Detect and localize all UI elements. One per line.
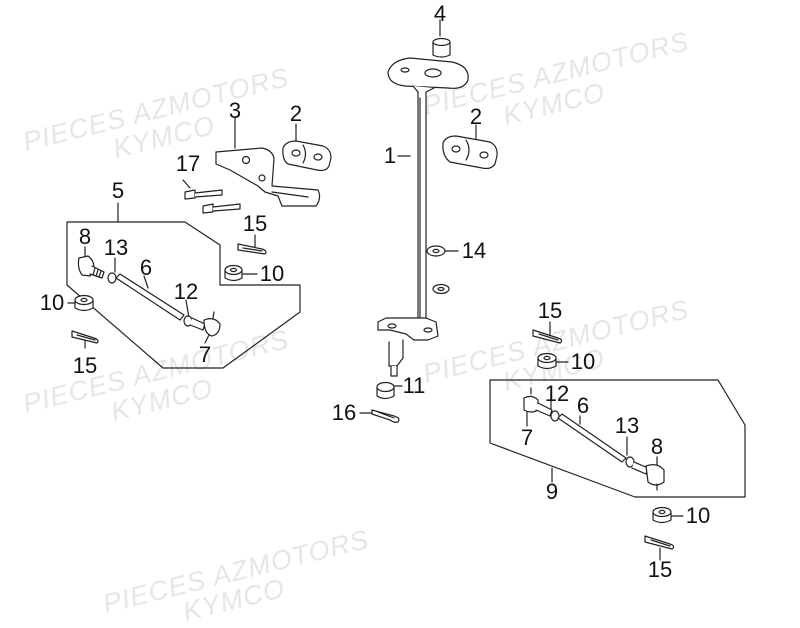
left-nut-13 xyxy=(107,272,117,284)
callout-part-11: 11 xyxy=(402,373,426,398)
part-1-steering-shaft xyxy=(377,57,469,377)
part-15-cotter-pin xyxy=(532,329,563,344)
part-15-cotter-pin xyxy=(644,535,675,550)
part-17-bolts xyxy=(184,189,241,214)
callout-part-17: 17 xyxy=(175,151,201,176)
callout-part-10: 10 xyxy=(570,349,596,374)
callout-part-10: 10 xyxy=(685,503,711,528)
right-tie-rod-end-8 xyxy=(631,461,665,491)
callout-part-13: 13 xyxy=(103,235,129,260)
part-16-cotter-pin xyxy=(371,409,400,423)
part-10-nut xyxy=(224,264,243,282)
parts-diagram: PIECES AZMOTORS KYMCO PIECES AZMOTORS KY… xyxy=(20,1,746,627)
callout-part-2: 2 xyxy=(289,101,303,126)
callout-part-2: 2 xyxy=(469,104,483,129)
part-2-clamp-right xyxy=(442,135,498,170)
callout-part-15: 15 xyxy=(647,557,673,582)
right-tie-rod-group-frame xyxy=(489,379,746,498)
part-11-nut xyxy=(376,381,395,400)
callout-part-8: 8 xyxy=(78,224,92,249)
left-tie-rod-6 xyxy=(115,273,185,321)
callout-part-1: 1 xyxy=(383,143,397,168)
callout-part-15: 15 xyxy=(72,353,98,378)
callout-part-7: 7 xyxy=(520,425,534,450)
callout-part-6: 6 xyxy=(576,393,590,418)
callout-part-12: 12 xyxy=(544,381,570,406)
part-15-cotter-pin xyxy=(237,243,267,255)
part-10-nut xyxy=(652,506,672,524)
left-tie-rod-end-7 xyxy=(189,311,221,337)
part-10-nut xyxy=(74,294,94,312)
callout-part-7: 7 xyxy=(198,342,212,367)
part-14-washers xyxy=(426,245,450,295)
callout-part-5: 5 xyxy=(111,178,125,203)
callout-part-15: 15 xyxy=(537,298,563,323)
right-nut-13 xyxy=(625,456,635,468)
diagram-drawing xyxy=(66,19,746,561)
callout-part-6: 6 xyxy=(139,255,153,280)
right-tie-rod-end-7 xyxy=(523,387,553,417)
left-tie-rod-group-frame xyxy=(66,221,301,369)
callout-part-4: 4 xyxy=(433,1,447,26)
part-15-cotter-pin xyxy=(71,330,99,344)
callout-part-12: 12 xyxy=(173,279,199,304)
part-4-bushing xyxy=(432,37,451,58)
callout-part-8: 8 xyxy=(650,434,664,459)
callout-part-14: 14 xyxy=(461,238,487,263)
callout-part-10: 10 xyxy=(39,290,65,315)
part-10-nut xyxy=(537,352,557,370)
right-tie-rod-6 xyxy=(557,413,627,463)
callout-part-15: 15 xyxy=(242,211,268,236)
callout-part-9: 9 xyxy=(545,479,559,504)
callout-part-3: 3 xyxy=(228,98,242,123)
callout-part-13: 13 xyxy=(614,413,640,438)
part-2-clamp-left xyxy=(282,140,332,172)
callout-part-10: 10 xyxy=(259,261,285,286)
left-tie-rod-end-8 xyxy=(77,255,105,279)
part-3-bracket xyxy=(215,147,321,207)
callout-part-16: 16 xyxy=(331,400,357,425)
right-nut-12 xyxy=(550,410,560,422)
